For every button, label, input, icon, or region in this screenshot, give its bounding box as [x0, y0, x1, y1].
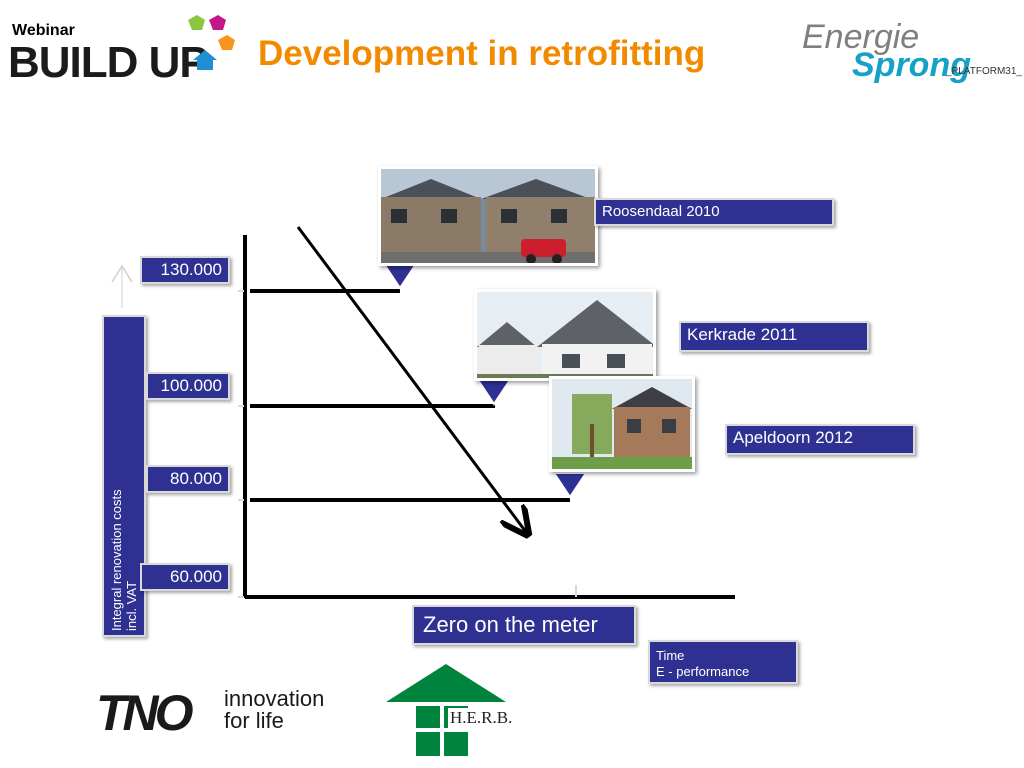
label-roosendaal: Roosendaal 2010 [594, 198, 834, 226]
page-title: Development in retrofitting [258, 34, 706, 73]
value-80000: 80.000 [146, 465, 230, 493]
tno-tagline-line2: for life [224, 708, 284, 733]
webinar-label: Webinar [12, 22, 75, 39]
photo-kerkrade [474, 289, 656, 381]
platform-word: _PLATFORM31_ [946, 66, 1022, 77]
y-axis-label-line2: incl. VAT [124, 580, 139, 631]
zero-on-the-meter-label: Zero on the meter [412, 605, 636, 645]
tno-logo: TNO innovation for life [96, 685, 356, 741]
energiesprong-logo: Energie Sprong _PLATFORM31_ [800, 18, 1022, 88]
photo-roosendaal [378, 166, 598, 266]
pointer-kerkrade-icon [476, 379, 512, 406]
buildup-shapes-icon [188, 15, 235, 70]
herb-logo: H.E.R.B. [386, 664, 526, 760]
y-axis-label-line1: Integral renovation costs [109, 489, 124, 631]
pointer-apeldoorn-icon [552, 472, 588, 499]
label-kerkrade: Kerkrade 2011 [679, 321, 869, 352]
photo-apeldoorn [549, 376, 695, 472]
sprong-word: Sprong [852, 46, 971, 84]
x-axis-label: Time E - performance [648, 640, 798, 684]
label-apeldoorn: Apeldoorn 2012 [725, 424, 915, 455]
buildup-wordmark: BUILD UP [8, 38, 209, 87]
herb-wordmark: H.E.R.B. [448, 708, 515, 728]
value-60000: 60.000 [140, 563, 230, 591]
tno-tagline-line1: innovation [224, 686, 325, 711]
y-axis-label: Integral renovation costs incl. VAT [102, 315, 146, 637]
tno-wordmark: TNO [96, 685, 194, 741]
pointer-roosendaal-icon [382, 263, 418, 290]
value-100000: 100.000 [146, 372, 230, 400]
value-130000: 130.000 [140, 256, 230, 284]
x-axis-label-line2: E - performance [656, 664, 750, 679]
x-axis-label-line1: Time [656, 648, 685, 663]
trend-arrow [296, 226, 526, 532]
buildup-logo: Webinar BUILD UP [8, 15, 248, 90]
energie-word: Energie [802, 18, 920, 56]
